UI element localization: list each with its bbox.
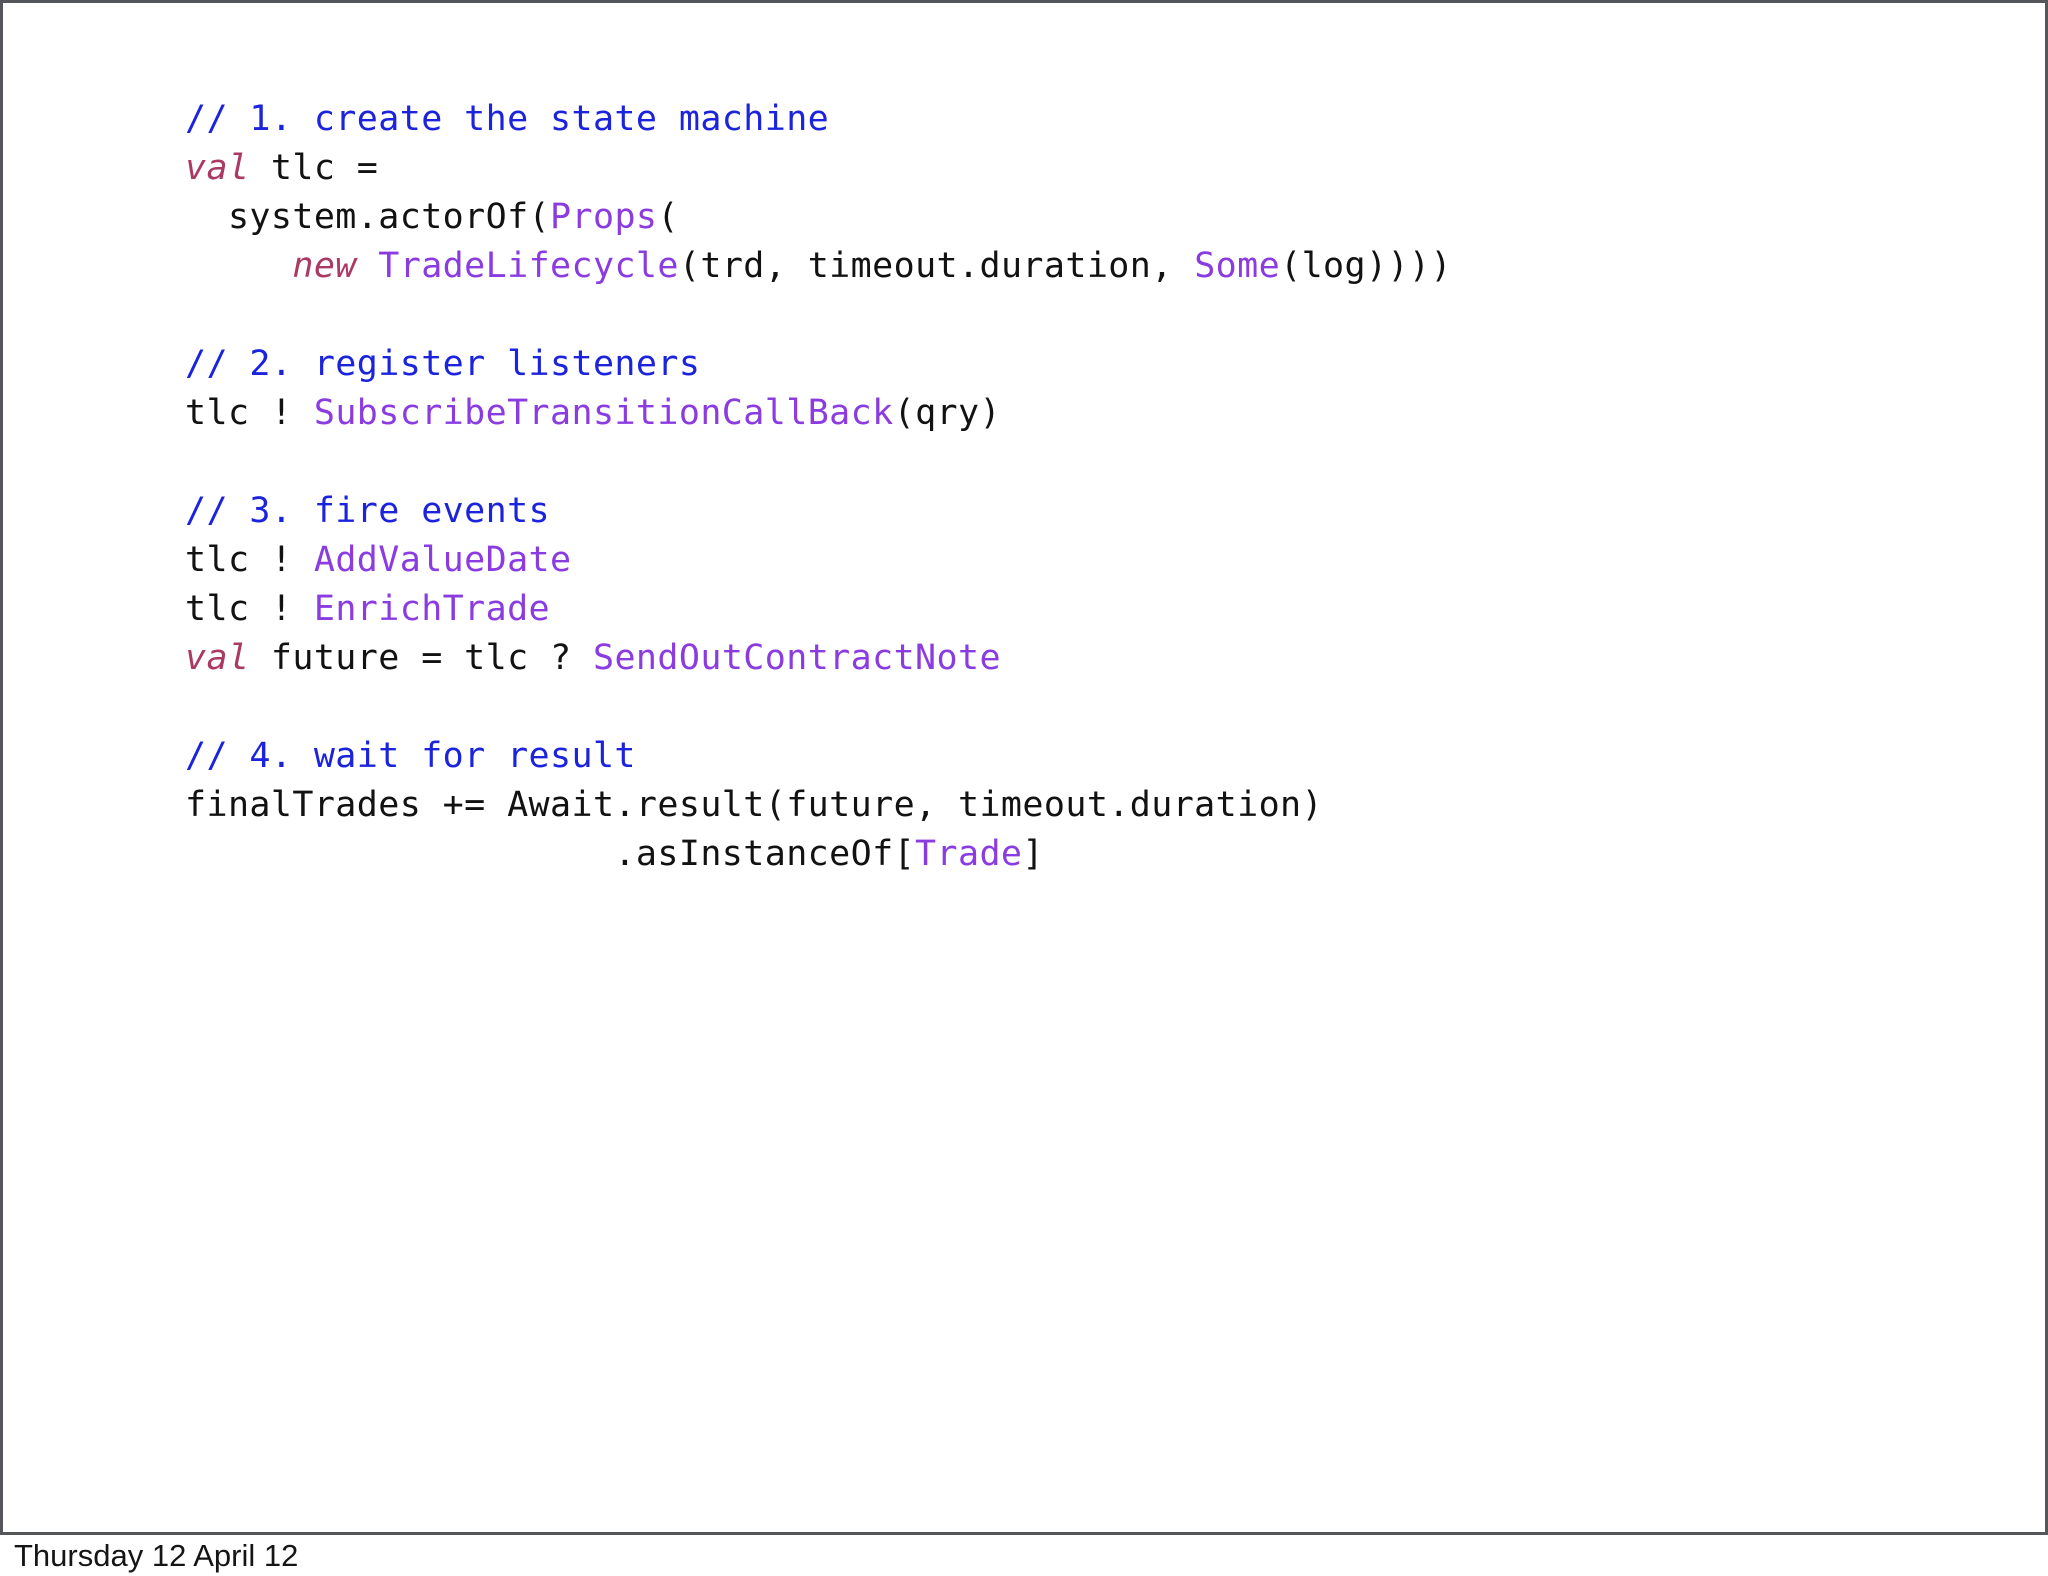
code-token: EnrichTrade bbox=[313, 589, 551, 629]
code-line: // 2. register listeners bbox=[185, 340, 1452, 389]
code-token bbox=[357, 246, 378, 286]
code-token: Props bbox=[550, 197, 658, 237]
code-token: ] bbox=[1022, 834, 1044, 874]
code-line: system.actorOf(Props( bbox=[185, 193, 1452, 242]
code-token: tlc ! bbox=[185, 540, 314, 580]
code-token: TradeLifecycle bbox=[378, 246, 679, 286]
code-token: // 4. wait for result bbox=[185, 736, 636, 776]
code-line: // 1. create the state machine bbox=[185, 95, 1452, 144]
code-token: SendOutContractNote bbox=[592, 638, 1001, 678]
code-line: .asInstanceOf[Trade] bbox=[185, 830, 1452, 879]
code-line: finalTrades += Await.result(future, time… bbox=[185, 781, 1452, 830]
code-token bbox=[185, 246, 292, 286]
code-line: val tlc = bbox=[185, 144, 1452, 193]
code-token: system.actorOf( bbox=[185, 197, 551, 237]
code-token: val bbox=[185, 638, 250, 678]
slide-date-text: Thursday 12 April 12 bbox=[14, 1537, 299, 1573]
code-token: AddValueDate bbox=[313, 540, 572, 580]
code-token: (log)))) bbox=[1280, 246, 1452, 286]
code-line: // 4. wait for result bbox=[185, 732, 1452, 781]
code-token: tlc ! bbox=[185, 393, 314, 433]
code-token: ( bbox=[657, 197, 679, 237]
code-token: (qry) bbox=[893, 393, 1001, 433]
code-token: tlc ! bbox=[185, 589, 314, 629]
code-token: tlc = bbox=[249, 148, 379, 188]
code-line bbox=[185, 683, 1452, 732]
code-line bbox=[185, 438, 1452, 487]
code-line: val future = tlc ? SendOutContractNote bbox=[185, 634, 1452, 683]
code-line: tlc ! AddValueDate bbox=[185, 536, 1452, 585]
code-token: .asInstanceOf[ bbox=[185, 834, 916, 874]
code-line: new TradeLifecycle(trd, timeout.duration… bbox=[185, 242, 1452, 291]
code-token: val bbox=[185, 148, 250, 188]
code-token: // 2. register listeners bbox=[185, 344, 701, 384]
code-line: // 3. fire events bbox=[185, 487, 1452, 536]
code-token: SubscribeTransitionCallBack bbox=[313, 393, 894, 433]
code-token: // 3. fire events bbox=[185, 491, 551, 531]
code-token: (trd, timeout.duration, bbox=[678, 246, 1195, 286]
code-token: Some bbox=[1194, 246, 1281, 286]
code-token: // 1. create the state machine bbox=[185, 99, 830, 139]
code-token: finalTrades += Await.result(future, time… bbox=[185, 785, 1324, 825]
code-token: Trade bbox=[915, 834, 1023, 874]
code-line bbox=[185, 291, 1452, 340]
code-token: future = tlc ? bbox=[249, 638, 593, 678]
code-line: tlc ! SubscribeTransitionCallBack(qry) bbox=[185, 389, 1452, 438]
code-token: new bbox=[292, 246, 357, 286]
code-line: tlc ! EnrichTrade bbox=[185, 585, 1452, 634]
slide-date-footer: Thursday 12 April 12 bbox=[14, 1535, 298, 1576]
